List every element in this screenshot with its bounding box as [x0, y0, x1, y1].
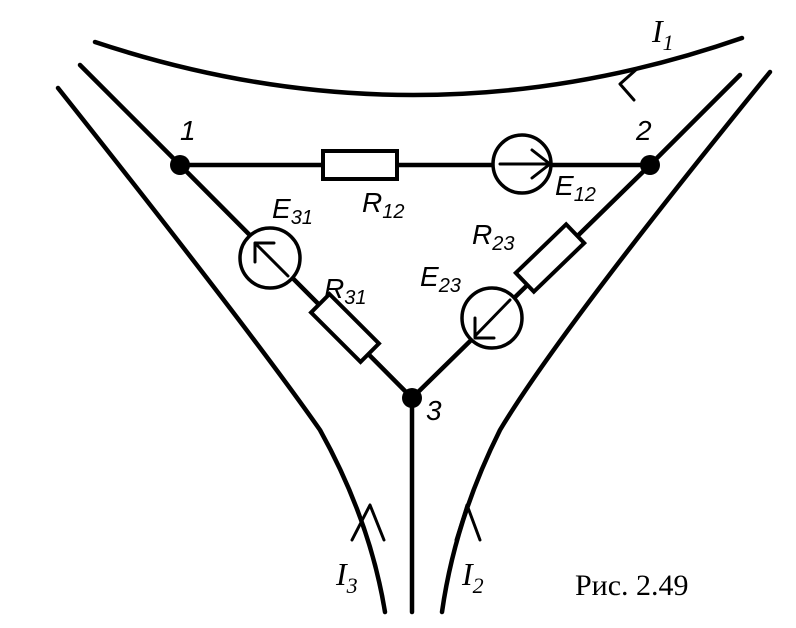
label-e31: E31 — [272, 193, 313, 229]
label-r31: R31 — [324, 273, 366, 309]
resistor-r23 — [512, 221, 588, 295]
label-r12: R12 — [362, 187, 404, 223]
node-3-label: 3 — [426, 395, 442, 426]
node-1-label: 1 — [180, 115, 196, 146]
arrow-i1 — [618, 66, 640, 102]
label-e23: E23 — [420, 261, 461, 297]
label-i3: I3 — [335, 556, 358, 598]
node-2-dot — [640, 155, 660, 175]
arrow-i3 — [350, 503, 386, 542]
source-e12 — [491, 133, 553, 195]
wire-i3-outer — [55, 85, 388, 615]
wire-node2-branch — [647, 72, 743, 168]
label-e12: E12 — [555, 170, 596, 206]
wire-node1-branch — [77, 62, 183, 168]
source-e23 — [460, 286, 524, 350]
source-e31 — [238, 226, 302, 290]
arrow-i2 — [454, 503, 482, 542]
wire-i1-top — [92, 35, 745, 98]
wire-side-31 — [177, 162, 415, 401]
label-r23: R23 — [472, 219, 514, 255]
figure-caption: Рис. 2.49 — [575, 569, 689, 602]
node-2-label: 2 — [635, 115, 652, 146]
resistor-r12 — [321, 149, 399, 181]
node-1-dot — [170, 155, 190, 175]
label-i1: I1 — [651, 13, 674, 55]
node-3-dot — [402, 388, 422, 408]
label-i2: I2 — [461, 556, 484, 598]
resistor-r31 — [308, 291, 382, 365]
